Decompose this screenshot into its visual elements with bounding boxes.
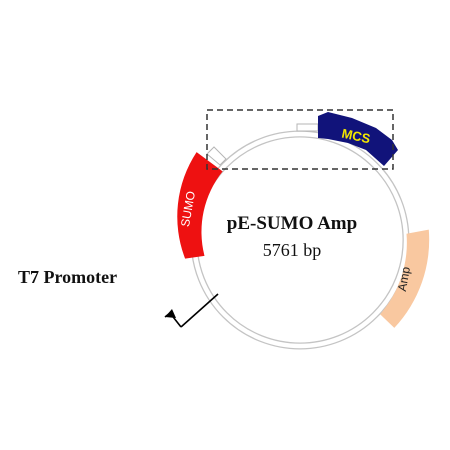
amp-feature: Amp: [380, 229, 430, 328]
backbone-open-end: [206, 123, 319, 166]
sumo-label: SUMO: [178, 190, 198, 228]
plasmid-name: pE-SUMO Amp: [227, 213, 357, 234]
amp-arc: [380, 229, 430, 328]
amp-label: Amp: [395, 265, 413, 292]
sumo-feature: SUMO: [177, 152, 223, 259]
plasmid-size: 5761 bp: [263, 240, 322, 260]
sumo-arc: [177, 152, 223, 259]
t7-promoter-label: T7 Promoter: [18, 267, 117, 287]
mcs-label: MCS: [340, 126, 372, 147]
cloning-region-box: [206, 109, 394, 170]
t7-promoter-arrow: [164, 293, 219, 328]
mcs-arrow: [318, 112, 398, 166]
mcs-feature: MCS: [318, 112, 398, 166]
